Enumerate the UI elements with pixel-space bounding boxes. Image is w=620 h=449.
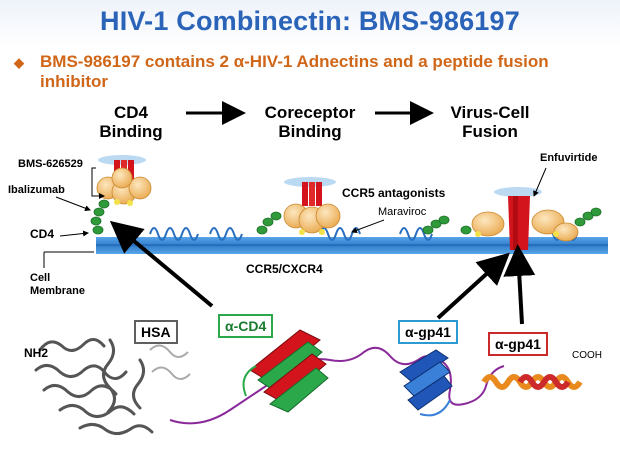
linker-chain — [169, 346, 505, 425]
cd4-receptor-1 — [90, 199, 110, 235]
cooh-label: COOH — [572, 350, 602, 361]
bullet-text: BMS-986197 contains 2 α-HIV-1 Adnectins … — [40, 52, 549, 91]
slide-title: HIV-1 Combinectin: BMS-986197 — [100, 6, 520, 36]
ccr5-cxcr4-label: CCR5/CXCR4 — [246, 262, 323, 276]
hsa-protein — [34, 338, 154, 435]
ibalizumab-pointer — [55, 196, 91, 212]
hsa-protein-shadow — [149, 344, 191, 380]
maraviroc-pointer — [351, 219, 385, 234]
stage-cd4-binding: CD4 Binding — [99, 103, 163, 141]
hsa-box: HSA — [134, 320, 178, 344]
env-trimer-fusion — [471, 187, 579, 250]
cd4-pointer — [59, 230, 89, 237]
bms-pointer — [91, 167, 105, 199]
agp41-box-1: α-gp41 — [398, 320, 458, 344]
env-trimer-coreceptor-binding — [283, 177, 341, 235]
nh2-label: NH2 — [24, 346, 49, 360]
acd4-adnectin-structure — [242, 329, 329, 413]
agp41-2-target-arrow — [503, 244, 536, 325]
enfuvirtide-label: Enfuvirtide — [540, 152, 598, 164]
enfuvirtide-pointer — [533, 167, 547, 197]
env-trimer-cd4-binding — [96, 155, 152, 206]
stage-virus-cell-fusion: Virus-Cell Fusion — [450, 103, 530, 141]
cd4-label: CD4 — [30, 227, 55, 241]
acd4-box: α-CD4 — [218, 314, 274, 338]
fusion-inhibitor-helix — [481, 374, 583, 390]
agp41-1-target-arrow — [436, 252, 510, 320]
bms-626529-label: BMS-626529 — [18, 158, 83, 170]
ibalizumab-label: Ibalizumab — [8, 184, 65, 196]
agp41-box-2: α-gp41 — [488, 332, 548, 356]
stage-coreceptor-binding: Coreceptor Binding — [264, 103, 356, 141]
diamond-bullet-icon: ◆ — [14, 55, 24, 70]
maraviroc-label: Maraviroc — [378, 206, 427, 218]
ccr5-antagonists-label: CCR5 antagonists — [342, 186, 446, 200]
cd4-receptor-2 — [256, 211, 282, 235]
agp41-adnectin-structure — [399, 349, 453, 417]
cell-membrane-label: Cell Membrane — [30, 272, 86, 297]
acd4-target-arrow — [109, 220, 214, 308]
